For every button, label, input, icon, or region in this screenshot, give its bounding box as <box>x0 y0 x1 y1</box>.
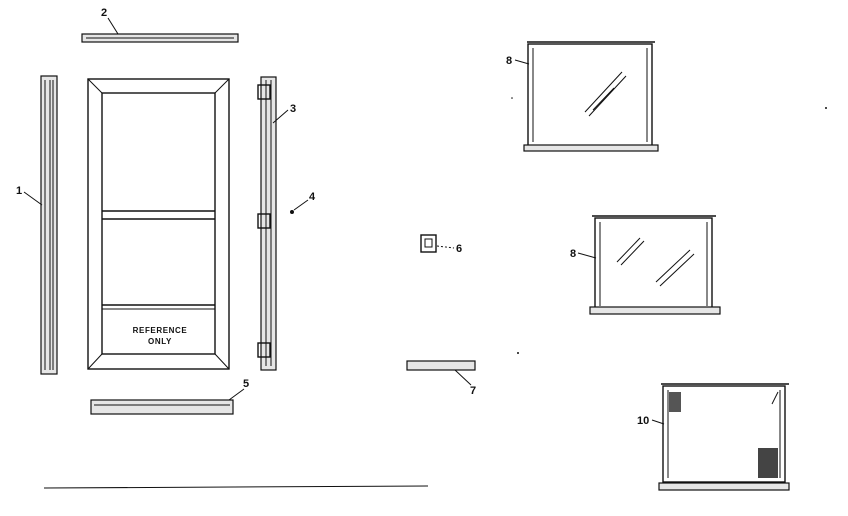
callout-8b: 8 <box>570 248 597 260</box>
part-latch-bracket <box>420 234 437 253</box>
part-screen-insert <box>658 383 790 491</box>
reference-text-line2: ONLY <box>148 337 172 346</box>
callout-4: 4 <box>293 191 316 211</box>
callout-label-2: 2 <box>101 7 107 19</box>
part-screw <box>290 210 294 214</box>
hinge-top <box>257 84 271 100</box>
reference-text-line1: REFERENCE <box>133 326 188 335</box>
part-top-rail <box>81 33 239 43</box>
hinge-bottom <box>257 342 271 358</box>
part-door-frame: REFERENCE ONLY <box>87 78 230 370</box>
callout-3: 3 <box>272 103 296 124</box>
part-glass-insert-upper <box>523 41 659 152</box>
callout-10: 10 <box>637 415 665 427</box>
callout-label-5: 5 <box>243 378 249 390</box>
hinge-middle <box>257 213 271 229</box>
callout-label-3: 3 <box>290 103 296 115</box>
callout-7: 7 <box>454 369 476 397</box>
part-bar-strip <box>406 360 476 371</box>
part-bottom-sweep <box>90 399 234 415</box>
callout-2: 2 <box>101 7 119 35</box>
part-glass-insert-lower <box>589 215 721 315</box>
callout-label-8b: 8 <box>570 248 576 260</box>
callout-label-8a: 8 <box>506 55 512 67</box>
scan-specks <box>511 97 827 354</box>
part-hinge-rail <box>257 76 277 371</box>
callout-label-4: 4 <box>309 191 316 203</box>
callout-label-7: 7 <box>470 385 476 397</box>
callout-label-6: 6 <box>456 243 462 255</box>
callout-6: 6 <box>436 243 462 255</box>
part-left-side-rail <box>40 75 58 375</box>
callout-5: 5 <box>228 378 249 401</box>
callout-1: 1 <box>16 185 43 206</box>
callout-label-1: 1 <box>16 185 22 197</box>
callout-label-10: 10 <box>637 415 649 427</box>
baseline-rule <box>43 485 429 489</box>
callout-8a: 8 <box>506 55 530 67</box>
